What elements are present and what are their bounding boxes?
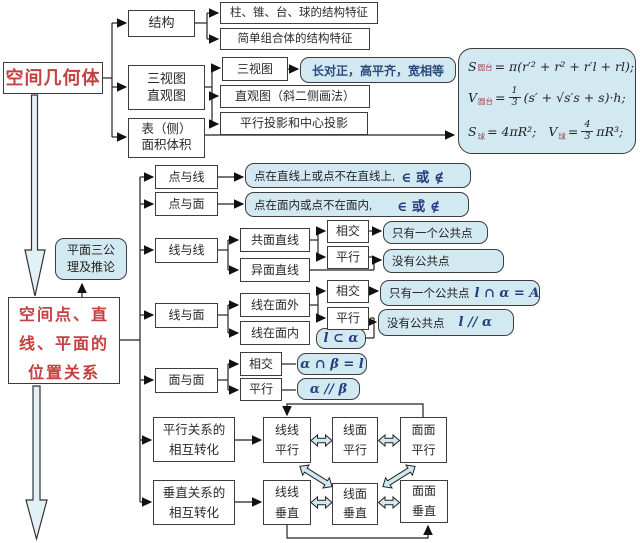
node-line: 面面 <box>411 484 436 499</box>
leaf-solids-features: 柱、锥、台、球的结构特征 <box>220 2 378 24</box>
node-line: 线线 <box>274 485 299 500</box>
root-node-solid-geometry: 空间几何体 <box>3 62 103 94</box>
node-line-line-parallel: 线线 平行 <box>263 417 311 463</box>
node-line: 相互转化 <box>168 442 219 457</box>
note-plane-axioms: 平面三公 理及推论 <box>55 238 127 280</box>
node-line: 相互转化 <box>168 505 219 520</box>
node-line-in-plane: 线在面内 <box>240 321 310 345</box>
leaf-composite-features: 简单组合体的结构特征 <box>220 28 370 50</box>
result-text: 点在面内或点不在面内, <box>254 199 373 212</box>
node-line-plane-perpendicular: 线面 垂直 <box>332 483 378 525</box>
node-parallel-transform: 平行关系的 相互转化 <box>153 417 235 462</box>
node-line: 平行 <box>411 443 436 457</box>
result-ll-parallel: 没有公共点 <box>383 249 504 273</box>
formula-line-subset-plane: l ⊂ α <box>316 328 366 349</box>
node-surface-area-volume: 表（侧） 面积体积 <box>128 118 205 158</box>
node-perpendicular-transform: 垂直关系的 相互转化 <box>153 480 235 525</box>
node-plane-plane: 面与面 <box>155 368 218 393</box>
leaf-three-views: 三视图 <box>222 57 288 81</box>
note-line: 理及推论 <box>66 260 115 274</box>
big-arrow-bottom-icon <box>25 385 48 542</box>
node-ll-intersect: 相交 <box>327 220 369 243</box>
node-plane-plane-parallel: 面面 平行 <box>400 417 447 463</box>
node-line: 线面 <box>342 486 367 501</box>
result-formula: l ∩ α = A <box>474 285 540 301</box>
node-pp-parallel: 平行 <box>240 378 282 401</box>
arrow-lines <box>77 8 456 539</box>
root-node-position-relations: 空间点、直 线、平面的 位置关系 <box>8 297 120 384</box>
node-three-views-intuitive: 三视图 直观图 <box>128 65 205 110</box>
node-line-outside-plane: 线在面外 <box>240 293 310 317</box>
result-lp-parallel: 没有公共点 l // α <box>378 309 514 336</box>
node-line: 三视图 <box>146 71 186 87</box>
result-text: 只有一个公共点 <box>389 288 470 300</box>
node-line: 线面 <box>342 422 367 437</box>
title-line: 线、平面的 <box>18 335 109 353</box>
big-arrow-top-icon <box>24 94 46 297</box>
node-line-plane-parallel: 线面 平行 <box>332 417 378 463</box>
node-line: 面积体积 <box>141 138 192 152</box>
title-line: 位置关系 <box>27 364 100 382</box>
node-point-plane: 点与面 <box>155 192 218 216</box>
result-ll-intersect: 只有一个公共点 <box>383 221 488 244</box>
node-line: 线线 <box>274 422 299 437</box>
node-point-line: 点与线 <box>155 165 218 189</box>
node-pp-intersect: 相交 <box>240 352 282 376</box>
node-line-plane: 线与面 <box>155 303 218 328</box>
feedback-bottom-line <box>286 524 433 539</box>
result-text: 点在直线上或点不在直线上, <box>254 170 396 183</box>
result-formula: l // α <box>458 315 493 330</box>
node-plane-plane-perpendicular: 面面 垂直 <box>400 480 448 523</box>
node-line-line: 线与线 <box>155 238 218 263</box>
feedback-top-line <box>282 403 424 417</box>
node-lp-parallel: 平行 <box>327 307 369 330</box>
membership-symbols: ∈ 或 ∉ <box>401 169 445 186</box>
note-line: 平面三公 <box>66 243 115 258</box>
node-structure: 结构 <box>128 10 195 37</box>
note-three-view-rule: 长对正，高平齐，宽相等 <box>300 57 456 83</box>
node-lp-intersect: 相交 <box>327 280 369 303</box>
node-line: 表（侧） <box>141 122 192 137</box>
node-line-line-perpendicular: 线线 垂直 <box>263 480 311 525</box>
node-coplanar-lines: 共面直线 <box>240 228 310 252</box>
node-line: 垂直关系的 <box>162 485 226 500</box>
node-line: 直观图 <box>146 87 186 103</box>
node-line: 垂直 <box>411 503 436 518</box>
node-line: 平行关系的 <box>162 422 226 437</box>
node-ll-parallel: 平行 <box>327 246 369 269</box>
leaf-intuitive-drawing: 直观图（斜二侧画法） <box>220 85 370 108</box>
node-skew-lines: 异面直线 <box>240 258 310 282</box>
node-line: 平行 <box>274 443 299 457</box>
membership-symbols: ∈ 或 ∉ <box>397 198 440 215</box>
node-line: 平行 <box>342 443 367 457</box>
leaf-projection: 平行投影和中心投影 <box>220 112 368 135</box>
result-text: 没有公共点 <box>387 317 445 330</box>
node-line: 面面 <box>411 422 436 437</box>
result-lp-intersect: 只有一个公共点 l ∩ α = A <box>380 280 540 306</box>
formula-plane-parallel: α // β <box>297 378 360 400</box>
node-line: 垂直 <box>274 505 299 520</box>
node-line: 垂直 <box>342 506 367 520</box>
title-line: 空间点、直 <box>18 307 109 324</box>
formula-plane-intersect: α ∩ β = l <box>297 353 367 375</box>
result-point-line: 点在直线上或点不在直线上, ∈ 或 ∉ <box>245 163 471 188</box>
result-point-plane: 点在面内或点不在面内, ∈ 或 ∉ <box>245 192 469 217</box>
